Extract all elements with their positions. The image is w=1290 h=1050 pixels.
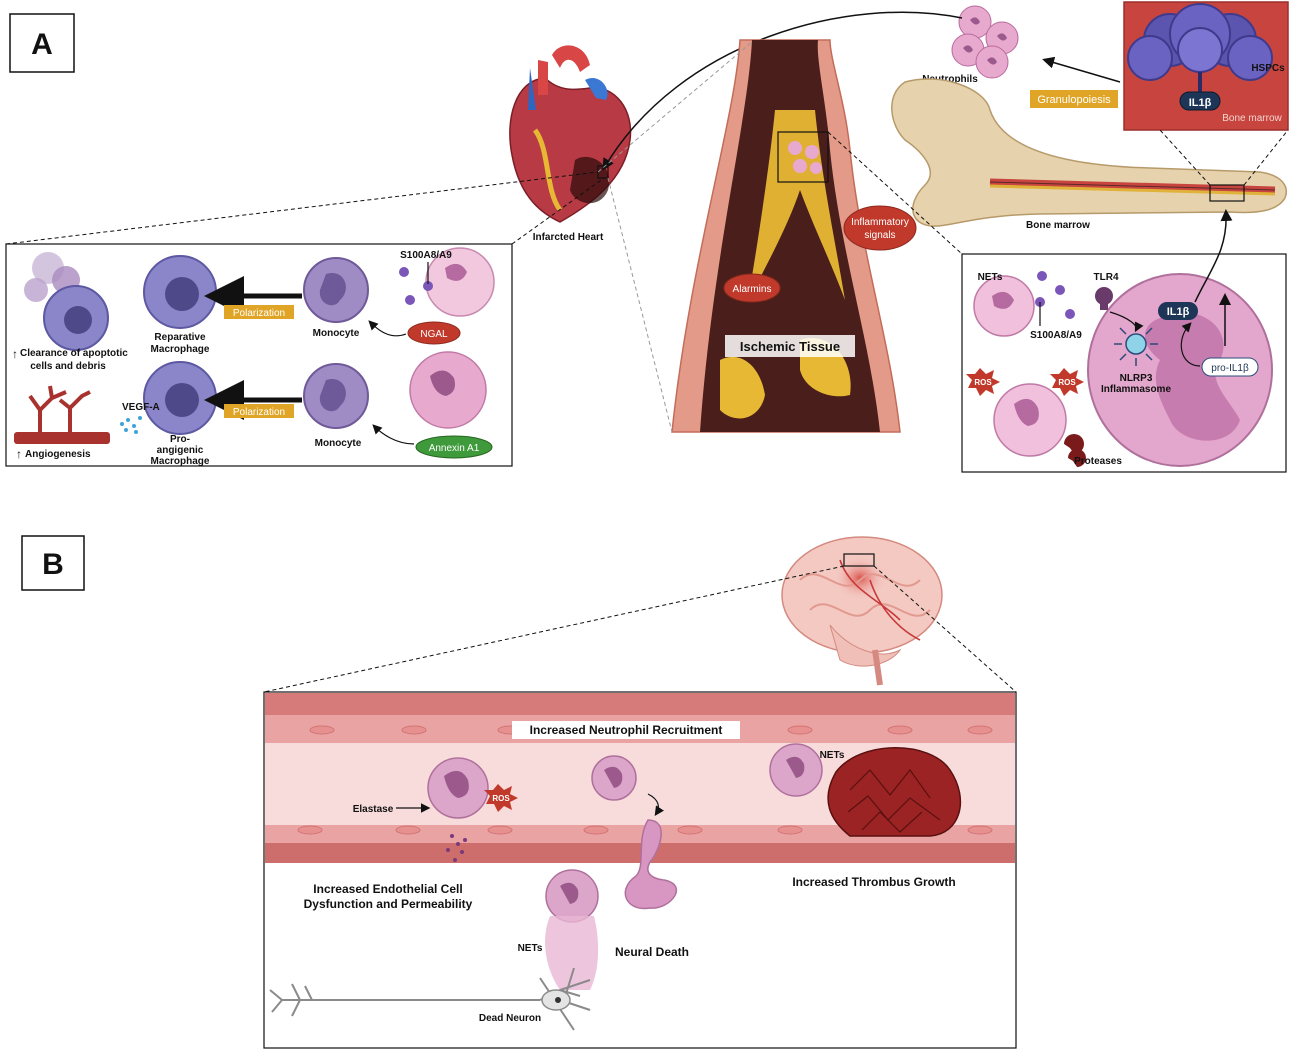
brain-illustration bbox=[781, 536, 943, 686]
panel-b-label-box bbox=[21, 535, 85, 591]
tlr4-receptor bbox=[1095, 287, 1113, 305]
polarization-label-2: Polarization bbox=[233, 407, 285, 418]
reparative-label-1: Reparative bbox=[154, 332, 206, 343]
thrombus bbox=[827, 747, 962, 837]
polarization-badge-1 bbox=[224, 305, 294, 319]
proangio-label-1: Pro- bbox=[170, 434, 190, 445]
brain-vessel-box: Increased Neutrophil Recruitment Elastas… bbox=[263, 691, 1017, 1049]
polarization-badge-2 bbox=[224, 404, 294, 418]
transmigrating-neutrophil bbox=[624, 819, 678, 910]
inflammasome-icon bbox=[1125, 333, 1147, 355]
neutrophil-to-heart-arrow bbox=[602, 11, 963, 171]
ros-label-1: ROS bbox=[974, 378, 992, 387]
clearance-label-1: Clearance of apoptotic bbox=[20, 348, 128, 359]
proteases-label: Proteases bbox=[1074, 456, 1122, 467]
il1b-marrow-label: IL1β bbox=[1189, 97, 1212, 109]
zoom-line-heart-1 bbox=[597, 41, 753, 173]
bone-marrow-label: Bone marrow bbox=[1026, 220, 1090, 231]
angiogenesis-label: Angiogenesis bbox=[25, 449, 91, 460]
panel-b-letter: B bbox=[42, 548, 64, 581]
panel-a-letter: A bbox=[31, 28, 53, 61]
proangio-label-2: angigenic bbox=[157, 445, 204, 456]
up-arrow-angiogenesis: ↑ bbox=[16, 447, 22, 461]
proangio-label-3: Macrophage bbox=[151, 456, 210, 467]
inflammatory-signals-label-2: signals bbox=[864, 230, 895, 241]
annexin-arrow bbox=[372, 424, 415, 445]
zoom-line-bone-1 bbox=[1159, 129, 1211, 186]
nlrp3-label: NLRP3 bbox=[1120, 373, 1153, 384]
il1b-right-label: IL1β bbox=[1167, 306, 1190, 318]
dead-neuron-label: Dead Neuron bbox=[479, 1013, 541, 1024]
clearance-label-2: cells and debris bbox=[30, 361, 106, 372]
up-arrow-clearance: ↑ bbox=[12, 347, 18, 361]
zoom-line-brain-2 bbox=[873, 565, 1017, 693]
s100a8a9-right-label: S100A8/A9 bbox=[1030, 330, 1082, 341]
recruitment-banner bbox=[512, 721, 740, 739]
panel-b: B bbox=[21, 535, 1017, 1049]
ros-burst-1 bbox=[966, 368, 1000, 396]
left-detail-box: ↑ Clearance of apoptotic cells and debri… bbox=[5, 171, 605, 467]
reparative-label-2: Macrophage bbox=[151, 344, 210, 355]
ngal-arrow bbox=[368, 320, 407, 337]
inflammatory-signals-badge bbox=[843, 205, 917, 251]
pro-il1b-badge bbox=[1201, 357, 1259, 377]
bone-marrow-inset: IL1β HSPCs Bone marrow bbox=[1123, 1, 1289, 131]
alarmins-badge bbox=[723, 273, 781, 303]
bone-illustration: Bone marrow bbox=[891, 78, 1287, 231]
annexin-badge bbox=[415, 435, 493, 459]
panel-a-label-box bbox=[9, 13, 75, 73]
endothelial-label-2: Dysfunction and Permeability bbox=[304, 897, 473, 911]
ngal-badge bbox=[407, 321, 461, 345]
zoom-line-brain-1 bbox=[263, 565, 845, 693]
heart-illustration: Infarcted Heart bbox=[509, 45, 632, 243]
ischemic-tissue-label: Ischemic Tissue bbox=[740, 339, 840, 354]
bone-marrow-inset-label: Bone marrow bbox=[1222, 113, 1282, 124]
thrombus-label: Increased Thrombus Growth bbox=[792, 875, 955, 889]
pro-il1b-label: pro-IL1β bbox=[1211, 363, 1249, 374]
neutrophil-cluster: Neutrophils bbox=[922, 5, 1019, 85]
panel-a: A IL1β HSPCs Bone marrow Neutr bbox=[5, 1, 1289, 473]
inflammasome-label: Inflammasome bbox=[1101, 384, 1171, 395]
protease-icon-2 bbox=[1068, 449, 1086, 467]
polarization-label-1: Polarization bbox=[233, 308, 285, 319]
angiogenesis-vessel bbox=[14, 432, 110, 444]
ros-burst-2 bbox=[1050, 368, 1084, 396]
neural-death-label: Neural Death bbox=[615, 945, 689, 959]
ischemic-vessel: Ischemic Tissue bbox=[671, 39, 901, 433]
infarcted-heart-label: Infarcted Heart bbox=[533, 232, 604, 243]
elastase-label: Elastase bbox=[353, 804, 394, 815]
s100a8a9-left-label: S100A8/A9 bbox=[400, 250, 452, 261]
monocyte-1-label: Monocyte bbox=[313, 328, 360, 339]
ngal-label: NGAL bbox=[420, 329, 448, 340]
zoom-line-bone-2 bbox=[1243, 129, 1289, 186]
nets-bottom-label: NETs bbox=[518, 943, 543, 954]
endothelial-label-1: Increased Endothelial Cell bbox=[313, 882, 462, 896]
neutrophils-label: Neutrophils bbox=[922, 74, 978, 85]
tlr4-label: TLR4 bbox=[1094, 272, 1119, 283]
il1b-to-marrow-arrow bbox=[1194, 209, 1233, 303]
ros-label-2: ROS bbox=[1058, 378, 1076, 387]
nets-top-label: NETs bbox=[820, 750, 845, 761]
inflammatory-signals-label-1: Inflammatory bbox=[851, 217, 909, 228]
granulopoiesis-badge bbox=[1030, 90, 1118, 108]
granulopoiesis-label: Granulopoiesis bbox=[1037, 94, 1111, 106]
vegfa-label: VEGF-A bbox=[122, 402, 160, 413]
recruitment-label: Increased Neutrophil Recruitment bbox=[530, 723, 723, 737]
protease-icon-1 bbox=[1064, 434, 1084, 454]
ros-b-label: ROS bbox=[492, 794, 510, 803]
ros-burst-b bbox=[484, 784, 518, 812]
hspcs-label: HSPCs bbox=[1251, 63, 1285, 74]
il1b-right-badge bbox=[1158, 302, 1198, 320]
annexin-label: Annexin A1 bbox=[429, 443, 480, 454]
monocyte-2-label: Monocyte bbox=[315, 438, 362, 449]
alarmins-label: Alarmins bbox=[733, 284, 772, 295]
nets-right-label: NETs bbox=[978, 272, 1003, 283]
right-detail-box: IL1β pro-IL1β NLRP3 Inflammasome TLR4 bbox=[827, 131, 1287, 473]
zoom-line-heart-2 bbox=[607, 177, 673, 433]
granulopoiesis-arrow bbox=[1042, 56, 1121, 83]
